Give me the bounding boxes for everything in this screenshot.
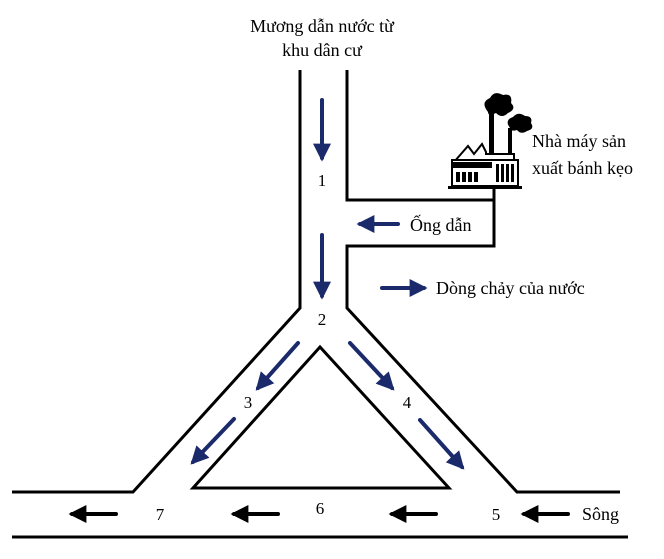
flow-arrow-right-branch-2 (418, 418, 465, 470)
factory-icon (448, 93, 533, 189)
flow-arrow-left-branch-2 (190, 417, 236, 465)
island-triangle (189, 344, 453, 490)
point-label-1: 1 (318, 171, 327, 190)
point-label-5: 5 (492, 505, 501, 524)
channel-right-wall-lower (345, 188, 620, 494)
channel-walls (12, 70, 628, 539)
flow-arrow-left-branch-1 (255, 341, 300, 391)
factory-label-line1: Nhà máy sản (532, 131, 626, 151)
labels: Mương dẫn nước từ khu dân cư Nhà máy sản… (156, 16, 633, 524)
pipe-label: Ống dẫn (410, 214, 472, 235)
point-label-4: 4 (403, 393, 412, 412)
point-label-7: 7 (156, 505, 165, 524)
flow-arrows (190, 98, 465, 470)
river-label: Sông (582, 504, 619, 524)
point-label-6: 6 (316, 499, 325, 518)
point-label-2: 2 (318, 310, 327, 329)
channel-left-wall (12, 70, 302, 494)
source-label-line2: khu dân cư (282, 40, 363, 60)
legend-label: Dòng chảy của nước (436, 278, 585, 298)
flow-arrow-right-branch-1 (348, 341, 395, 391)
factory-label-line2: xuất bánh kẹo (532, 158, 633, 178)
source-label-line1: Mương dẫn nước từ (250, 16, 395, 36)
point-label-3: 3 (244, 393, 253, 412)
